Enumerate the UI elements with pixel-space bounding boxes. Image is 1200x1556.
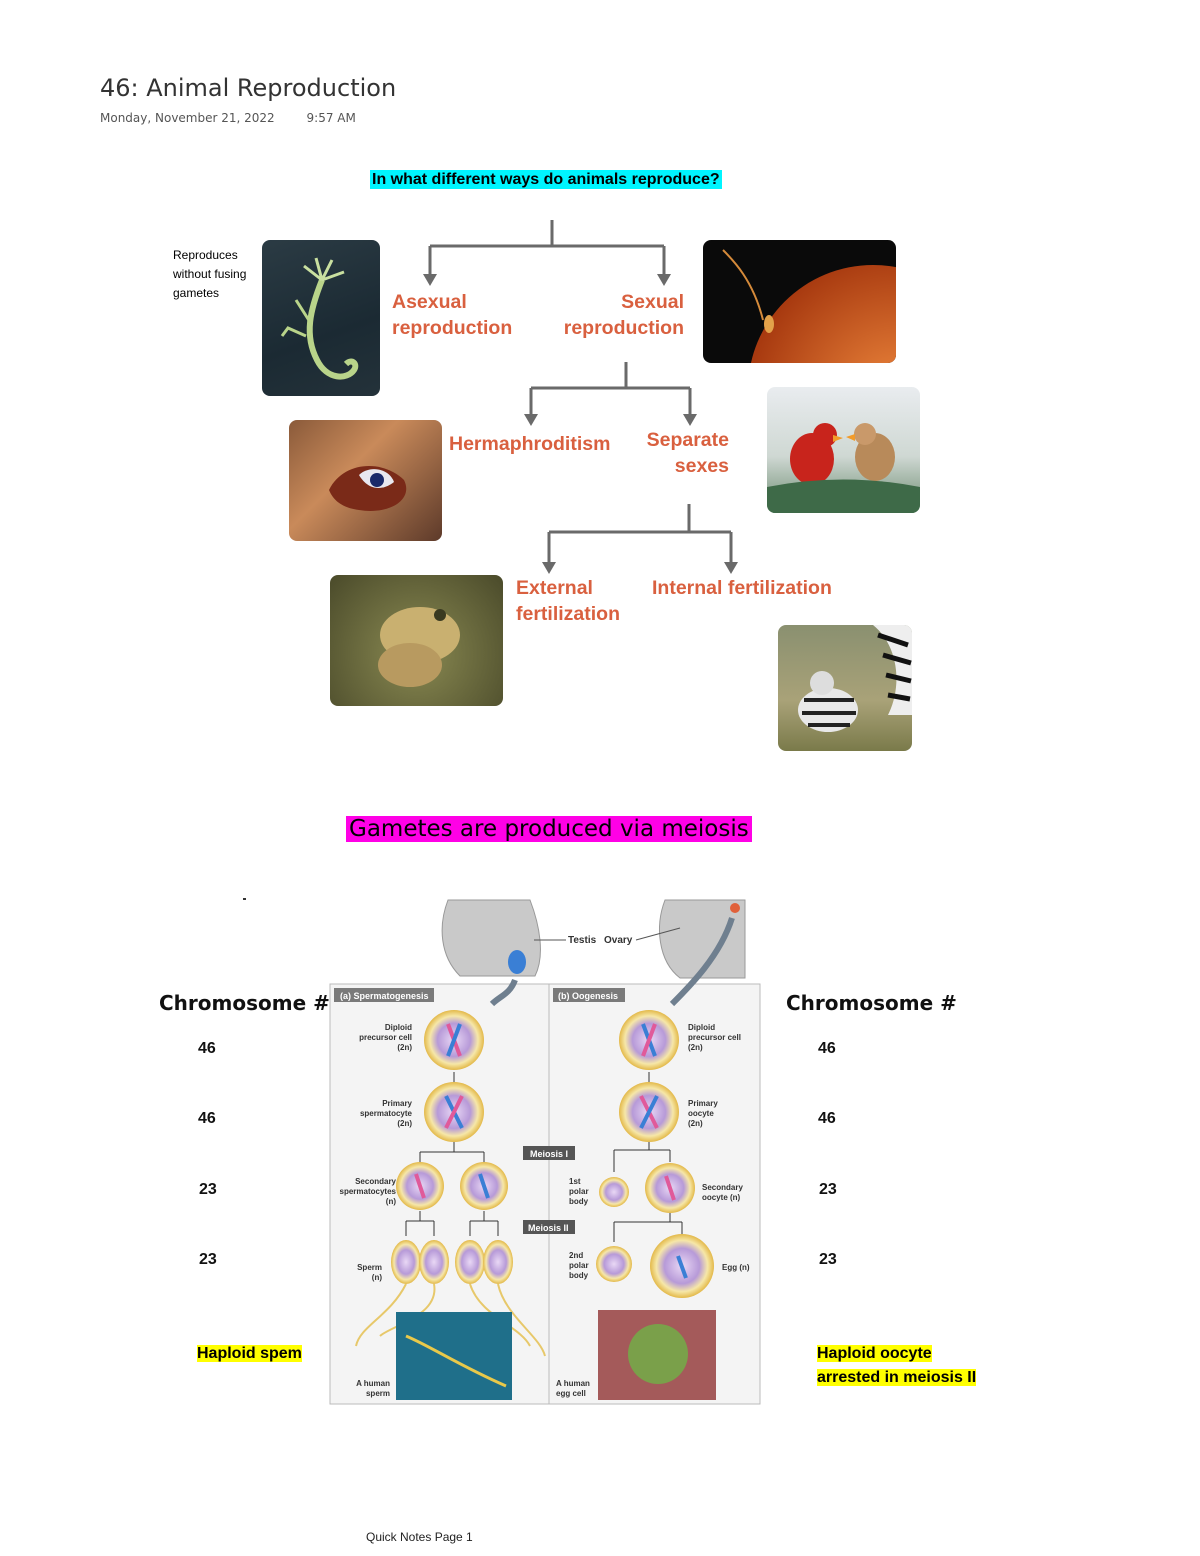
b-polar2-3: body (569, 1271, 589, 1280)
frogs-photo (330, 575, 503, 706)
page-title: 46: Animal Reproduction (100, 74, 397, 102)
right-count-1: 46 (818, 1040, 836, 1057)
a-diploid-3: (2n) (397, 1043, 412, 1052)
b-diploid-3: (2n) (688, 1043, 703, 1052)
female-silhouette (659, 899, 746, 979)
b-polar2-1: 2nd (569, 1251, 583, 1260)
a-diploid-2: precursor cell (359, 1033, 412, 1042)
cardinals-photo (767, 387, 920, 513)
b-primary-2: oocyte (688, 1109, 714, 1118)
a-primary-2: spermatocyte (360, 1109, 413, 1118)
node-external-fertilization: External fertilization (516, 577, 621, 625)
panel-a-title: (a) Spermatogenesis (340, 991, 429, 1001)
stray-dot (243, 898, 246, 900)
left-count-2: 46 (198, 1110, 216, 1127)
b-polar2-2: polar (569, 1261, 589, 1270)
right-count-3: 23 (819, 1181, 837, 1198)
left-count-1: 46 (198, 1040, 216, 1057)
sperm-cells (355, 1240, 546, 1357)
panel-b-title: (b) Oogenesis (558, 991, 618, 1001)
a-sperm-1: Sperm (357, 1263, 382, 1272)
right-count-2: 46 (818, 1110, 836, 1127)
ovary-marker (730, 903, 740, 913)
a-secondary-3: (n) (386, 1197, 397, 1206)
a-human-1: A human (356, 1379, 390, 1388)
left-count-3: 23 (199, 1181, 217, 1198)
b-polar1-2: polar (569, 1187, 589, 1196)
page-time: 9:57 AM (306, 111, 356, 125)
chromosome-header-right: Chromosome # (786, 991, 957, 1015)
testis-arrow (489, 978, 518, 1007)
panel-b-tag (553, 988, 625, 1002)
meiosis1-label: Meiosis I (530, 1149, 568, 1159)
testis-marker (508, 950, 526, 974)
zebras-photo (778, 625, 912, 751)
a-primary-1: Primary (382, 1099, 412, 1108)
left-count-4: 23 (199, 1251, 217, 1268)
ovary-label: Ovary (604, 935, 633, 946)
b-human-2: egg cell (556, 1389, 586, 1398)
chromosome-header-left: Chromosome # (159, 991, 330, 1015)
human-sperm-image (396, 1312, 512, 1400)
meiosis2-label: Meiosis II (528, 1223, 569, 1233)
node-separate-sexes: Separate sexes (646, 429, 729, 477)
page-date: Monday, November 21, 2022 (100, 111, 275, 125)
egg-image-cell (628, 1324, 688, 1384)
question-text: In what different ways do animals reprod… (370, 170, 722, 189)
b-human-1: A human (556, 1379, 590, 1388)
b-diploid-1: Diploid (688, 1023, 715, 1032)
ovary-arrow (669, 917, 735, 1007)
a-secondary-2: spermatocytes (340, 1187, 397, 1196)
meiosis1-tag (523, 1146, 575, 1160)
hydra-photo (262, 240, 380, 396)
right-count-4: 23 (819, 1251, 837, 1268)
meiosis-heading-text: Gametes are produced via meiosis (346, 816, 752, 842)
node-sexual: Sexual reproduction (563, 291, 684, 339)
b-diploid-2: precursor cell (688, 1033, 741, 1042)
question-heading: In what different ways do animals reprod… (370, 170, 722, 189)
b-egg: Egg (n) (722, 1263, 750, 1272)
sea-slug-photo (289, 420, 442, 541)
gametogenesis-diagram: Testis Ovary (a) Spermatogenesis (b) Oog… (329, 899, 761, 1405)
spermatogenesis-connectors (405, 1072, 499, 1236)
oocyte-chromosomes (639, 1023, 688, 1279)
ovary-leader (635, 927, 681, 941)
b-polar1-1: 1st (569, 1177, 581, 1186)
panel-a-tag (334, 988, 434, 1002)
node-internal-fertilization: Internal fertilization (652, 577, 832, 599)
page-timestamp: Monday, November 21, 2022 9:57 AM (100, 111, 384, 125)
b-primary-1: Primary (688, 1099, 718, 1108)
b-polar1-3: body (569, 1197, 589, 1206)
node-asexual: Asexual reproduction (392, 291, 513, 339)
left-note: Haploid spem (197, 1345, 302, 1362)
meiosis2-tag (523, 1220, 575, 1234)
a-sperm-2: (n) (372, 1273, 383, 1282)
sperm-chromosomes (414, 1023, 490, 1199)
first-polar-body (599, 1177, 629, 1207)
a-secondary-1: Secondary (355, 1177, 396, 1186)
sperm-image-tail (405, 1334, 507, 1388)
a-primary-3: (2n) (397, 1119, 412, 1128)
tree-connectors (423, 220, 738, 574)
b-primary-3: (2n) (688, 1119, 703, 1128)
oogenesis-connectors (613, 1072, 683, 1242)
side-note: Reproduces without fusing gametes (173, 248, 247, 300)
right-note: Haploid oocyte arrested in meiosis II (817, 1345, 977, 1386)
node-hermaphroditism: Hermaphroditism (449, 433, 611, 455)
b-secondary-2: oocyte (n) (702, 1193, 741, 1202)
second-polar-body (596, 1246, 632, 1282)
a-diploid-1: Diploid (385, 1023, 412, 1032)
meiosis-heading: Gametes are produced via meiosis (346, 816, 752, 842)
testis-label: Testis (568, 935, 597, 946)
page-footer: Quick Notes Page 1 (366, 1530, 473, 1544)
a-human-2: sperm (366, 1389, 390, 1398)
sperm-egg-photo (703, 240, 896, 363)
b-secondary-1: Secondary (702, 1183, 743, 1192)
